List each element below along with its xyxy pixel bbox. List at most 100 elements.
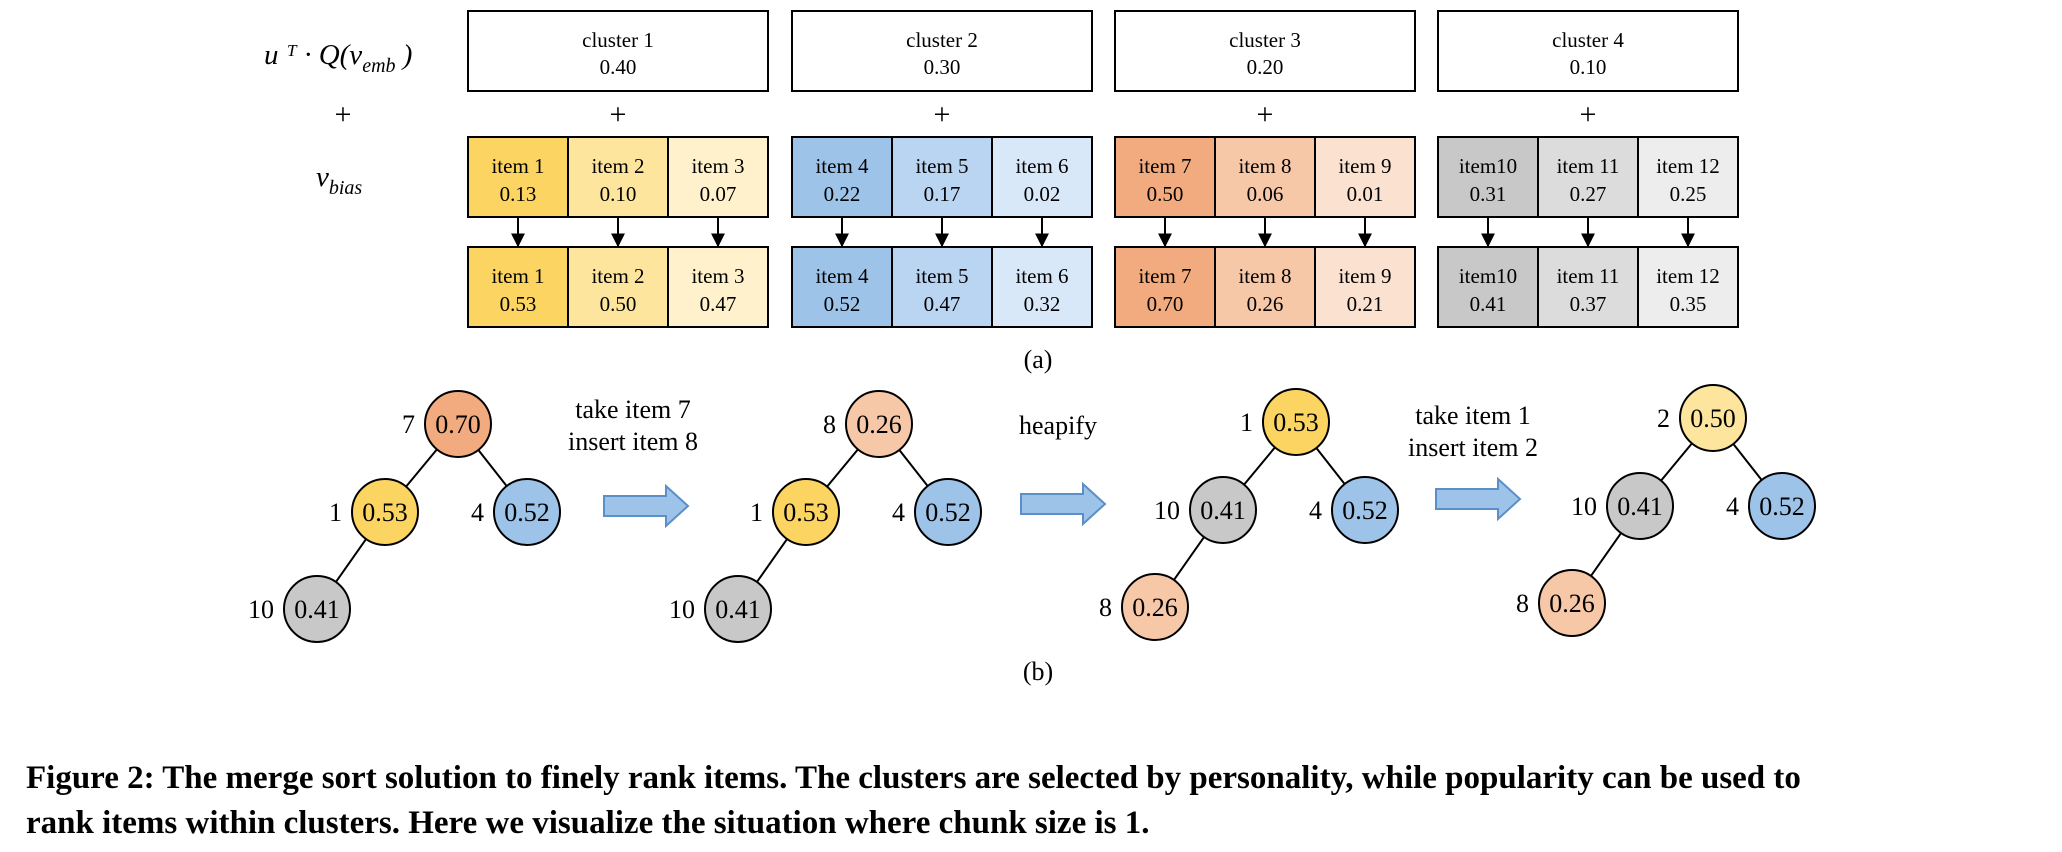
heap-node bbox=[1538, 569, 1606, 637]
transition-label: take item 7 bbox=[575, 395, 691, 424]
item-value: 0.27 bbox=[1570, 182, 1607, 206]
heap-node bbox=[351, 478, 419, 546]
heap-node-value: 0.50 bbox=[1690, 404, 1736, 433]
heap-node-value: 0.53 bbox=[783, 498, 829, 527]
item-value: 0.41 bbox=[1470, 292, 1507, 316]
block-arrow bbox=[1435, 476, 1522, 522]
heap-node-value: 0.52 bbox=[1342, 496, 1388, 525]
bias-item-cell bbox=[791, 136, 893, 218]
heap-edge bbox=[826, 448, 859, 488]
item-value: 0.25 bbox=[1670, 182, 1707, 206]
item-name: item10 bbox=[1459, 154, 1517, 178]
plus-sign: + bbox=[1257, 98, 1274, 131]
heap-edge bbox=[1243, 446, 1276, 486]
transition-label: heapify bbox=[1019, 411, 1097, 440]
item-name: item 7 bbox=[1138, 264, 1191, 288]
transition-2: heapify bbox=[1019, 411, 1107, 527]
cluster-score: 0.20 bbox=[1247, 55, 1284, 79]
bias-item-cell bbox=[1214, 136, 1316, 218]
heap-node-id: 8 bbox=[823, 410, 836, 439]
heap-node-value: 0.53 bbox=[362, 498, 408, 527]
total-item-cell bbox=[891, 246, 993, 328]
heap-edge bbox=[898, 449, 929, 487]
total-item-cell bbox=[1437, 246, 1539, 328]
item-name: item 1 bbox=[491, 264, 544, 288]
item-name: item 12 bbox=[1656, 154, 1720, 178]
total-item-cell bbox=[667, 246, 769, 328]
item-name: item 9 bbox=[1338, 154, 1391, 178]
cluster-label: cluster 1 bbox=[582, 28, 654, 52]
block-arrow bbox=[1020, 481, 1107, 527]
item-name: item 2 bbox=[591, 264, 644, 288]
heap-node bbox=[704, 575, 772, 643]
heap-edge bbox=[756, 538, 788, 583]
bias-item-cell bbox=[1537, 136, 1639, 218]
heap-edge bbox=[1590, 532, 1622, 577]
transition-label: take item 1 bbox=[1415, 401, 1531, 430]
bias-item-cell bbox=[891, 136, 993, 218]
item-value: 0.06 bbox=[1247, 182, 1284, 206]
heap-node-id: 4 bbox=[1726, 492, 1739, 521]
heap-edge bbox=[405, 448, 438, 488]
total-item-cell bbox=[467, 246, 569, 328]
item-value: 0.52 bbox=[824, 292, 861, 316]
item-value: 0.10 bbox=[600, 182, 637, 206]
cluster-score: 0.10 bbox=[1570, 55, 1607, 79]
heap-node bbox=[1331, 476, 1399, 544]
score-formula-label: u ᵀ · Q(vemb ) bbox=[264, 39, 412, 77]
item-name: item 11 bbox=[1557, 154, 1620, 178]
transition-label: insert item 8 bbox=[568, 427, 698, 456]
cluster-score: 0.30 bbox=[924, 55, 961, 79]
heap-node-value: 0.26 bbox=[1132, 593, 1178, 622]
item-name: item 6 bbox=[1015, 154, 1068, 178]
heap-node-id: 7 bbox=[402, 410, 415, 439]
heap-edge bbox=[1173, 536, 1205, 581]
item-name: item 3 bbox=[691, 264, 744, 288]
total-item-cell bbox=[1637, 246, 1739, 328]
cluster-score: 0.40 bbox=[600, 55, 637, 79]
heap-node bbox=[424, 390, 492, 458]
plus-sign: + bbox=[610, 98, 627, 131]
transition-1: take item 7 insert item 8 bbox=[568, 395, 698, 529]
item-name: item 8 bbox=[1238, 264, 1291, 288]
total-item-cell bbox=[567, 246, 669, 328]
heap-node-id: 10 bbox=[248, 595, 274, 624]
heap-node-value: 0.26 bbox=[856, 410, 902, 439]
cluster-box bbox=[791, 10, 1093, 92]
item-name: item 11 bbox=[1557, 264, 1620, 288]
heap-node bbox=[1606, 472, 1674, 540]
heap-node-id: 4 bbox=[1309, 496, 1322, 525]
item-value: 0.17 bbox=[924, 182, 961, 206]
heap-node bbox=[283, 575, 351, 643]
heap-node-value: 0.26 bbox=[1549, 589, 1595, 618]
heap-node bbox=[772, 478, 840, 546]
item-name: item 1 bbox=[491, 154, 544, 178]
item-name: item 3 bbox=[691, 154, 744, 178]
heap-node-id: 10 bbox=[1571, 492, 1597, 521]
cluster-box bbox=[1114, 10, 1416, 92]
item-name: item 5 bbox=[915, 154, 968, 178]
heap-edge bbox=[1660, 442, 1693, 482]
item-value: 0.32 bbox=[1024, 292, 1061, 316]
item-name: item 4 bbox=[815, 154, 869, 178]
heap-node-id: 8 bbox=[1516, 589, 1529, 618]
bias-formula-label: vbias bbox=[316, 161, 362, 199]
bias-item-cell bbox=[467, 136, 569, 218]
cluster-box bbox=[467, 10, 769, 92]
cluster-label: cluster 4 bbox=[1552, 28, 1624, 52]
item-value: 0.37 bbox=[1570, 292, 1607, 316]
caption-line-2: rank items within clusters. Here we visu… bbox=[26, 805, 1150, 841]
item-value: 0.26 bbox=[1247, 292, 1284, 316]
cluster-box bbox=[1437, 10, 1739, 92]
heap-node bbox=[914, 478, 982, 546]
cluster-label: cluster 2 bbox=[906, 28, 978, 52]
bias-item-cell bbox=[1314, 136, 1416, 218]
heap-node bbox=[845, 390, 913, 458]
